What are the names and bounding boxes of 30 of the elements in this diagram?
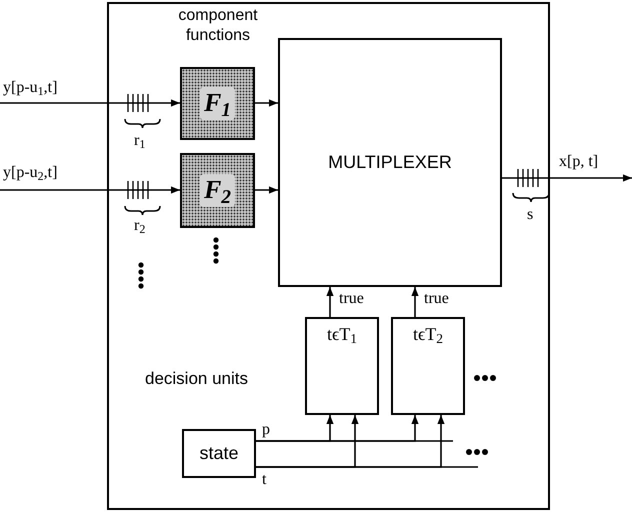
signal-label: s [527,205,534,225]
function-box [180,153,255,228]
signal-label: r$_{1}$ [134,131,146,151]
arrow [0,186,180,194]
arrow [255,186,278,194]
function-label: F$_{2}$ [200,174,236,207]
edge-label: x[p, t] [558,152,600,172]
function-box [180,67,255,140]
edge-label: y[p-u$_{2}$,t] [2,163,58,183]
system-box [107,2,550,510]
signal-label: r$_{2}$ [134,216,146,236]
signal-label: p [262,420,270,440]
decision-box [305,317,379,415]
arrow [255,99,278,107]
function-label: F$_{1}$ [200,87,236,120]
group-label: component functions [177,6,259,46]
signal-label: t [262,470,266,490]
multiplexer-box [278,38,502,287]
arrow [326,287,334,317]
decision-box [391,317,465,415]
arrow [502,174,632,182]
arrow [0,99,180,107]
box-label: MULTIPLEXER [328,151,452,174]
condition-label: tϵT$_{2}$ [412,323,444,346]
state-box [182,429,256,478]
condition-label: tϵT$_{1}$ [326,323,358,346]
box-label: state [199,442,239,465]
arrow [411,287,419,317]
edge-label: y[p-u$_{1}$,t] [2,78,58,98]
group-label: decision units [145,368,248,390]
